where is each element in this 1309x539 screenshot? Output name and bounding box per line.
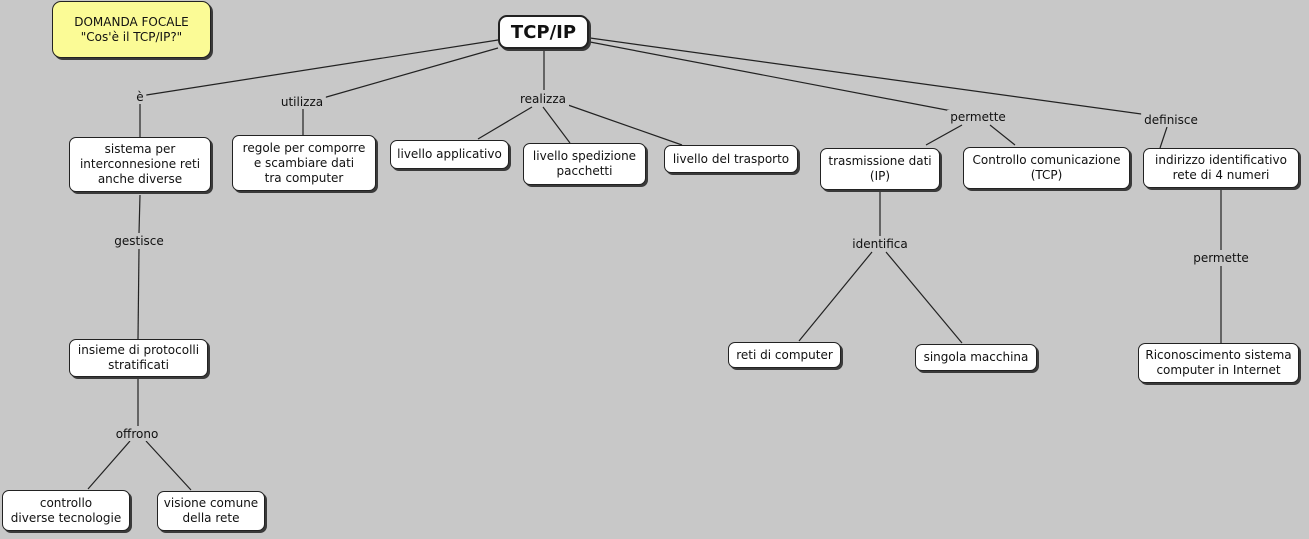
concept-controllo-tecnologie[interactable]: controllo diverse tecnologie (2, 490, 130, 531)
link-line (145, 440, 192, 491)
concept-controllo-comunicazione[interactable]: Controllo comunicazione (TCP) (963, 147, 1130, 189)
link-label-offrono: offrono (112, 427, 162, 441)
link-line (989, 124, 1016, 146)
link-label-e: è (133, 90, 147, 104)
link-line (137, 248, 140, 340)
concept-livello-spedizione[interactable]: livello spedizione pacchetti (523, 143, 646, 185)
concept-regole[interactable]: regole per comporre e scambiare dati tra… (232, 135, 376, 191)
link-label-realizza: realizza (516, 92, 570, 106)
link-label-permette: permette (947, 110, 1009, 124)
link-line (87, 440, 131, 490)
concept-riconoscimento[interactable]: Riconoscimento sistema computer in Inter… (1138, 343, 1299, 383)
link-label-permette-2: permette (1190, 251, 1252, 265)
link-line (589, 41, 979, 117)
concept-livello-applicativo[interactable]: livello applicativo (390, 140, 509, 169)
link-line (798, 251, 873, 342)
concept-livello-trasporto[interactable]: livello del trasporto (664, 145, 798, 173)
link-line (567, 104, 683, 146)
link-line (589, 37, 1171, 119)
link-label-gestisce: gestisce (111, 234, 167, 248)
link-label-utilizza: utilizza (277, 95, 327, 109)
focal-question-box: DOMANDA FOCALE "Cos'è il TCP/IP?" (52, 1, 211, 58)
link-line (1159, 126, 1168, 149)
link-line (925, 124, 963, 146)
link-label-definisce: definisce (1141, 113, 1201, 127)
link-line (477, 106, 533, 140)
link-line (885, 251, 963, 344)
link-line (139, 39, 499, 97)
concept-indirizzo[interactable]: indirizzo identificativo rete di 4 numer… (1143, 148, 1299, 188)
link-line (542, 106, 571, 144)
concept-reti-di-computer[interactable]: reti di computer (728, 342, 841, 368)
main-concept-tcpip[interactable]: TCP/IP (498, 15, 589, 49)
concept-trasmissione-dati[interactable]: trasmissione dati (IP) (820, 148, 940, 190)
link-line (315, 47, 499, 101)
concept-insieme-protocolli[interactable]: insieme di protocolli stratificati (69, 339, 208, 377)
concept-visione-comune[interactable]: visione comune della rete (157, 491, 265, 531)
link-line (138, 194, 141, 234)
link-label-identifica: identifica (849, 237, 911, 251)
concept-sistema[interactable]: sistema per interconnesione reti anche d… (69, 137, 211, 192)
concept-singola-macchina[interactable]: singola macchina (915, 344, 1037, 371)
